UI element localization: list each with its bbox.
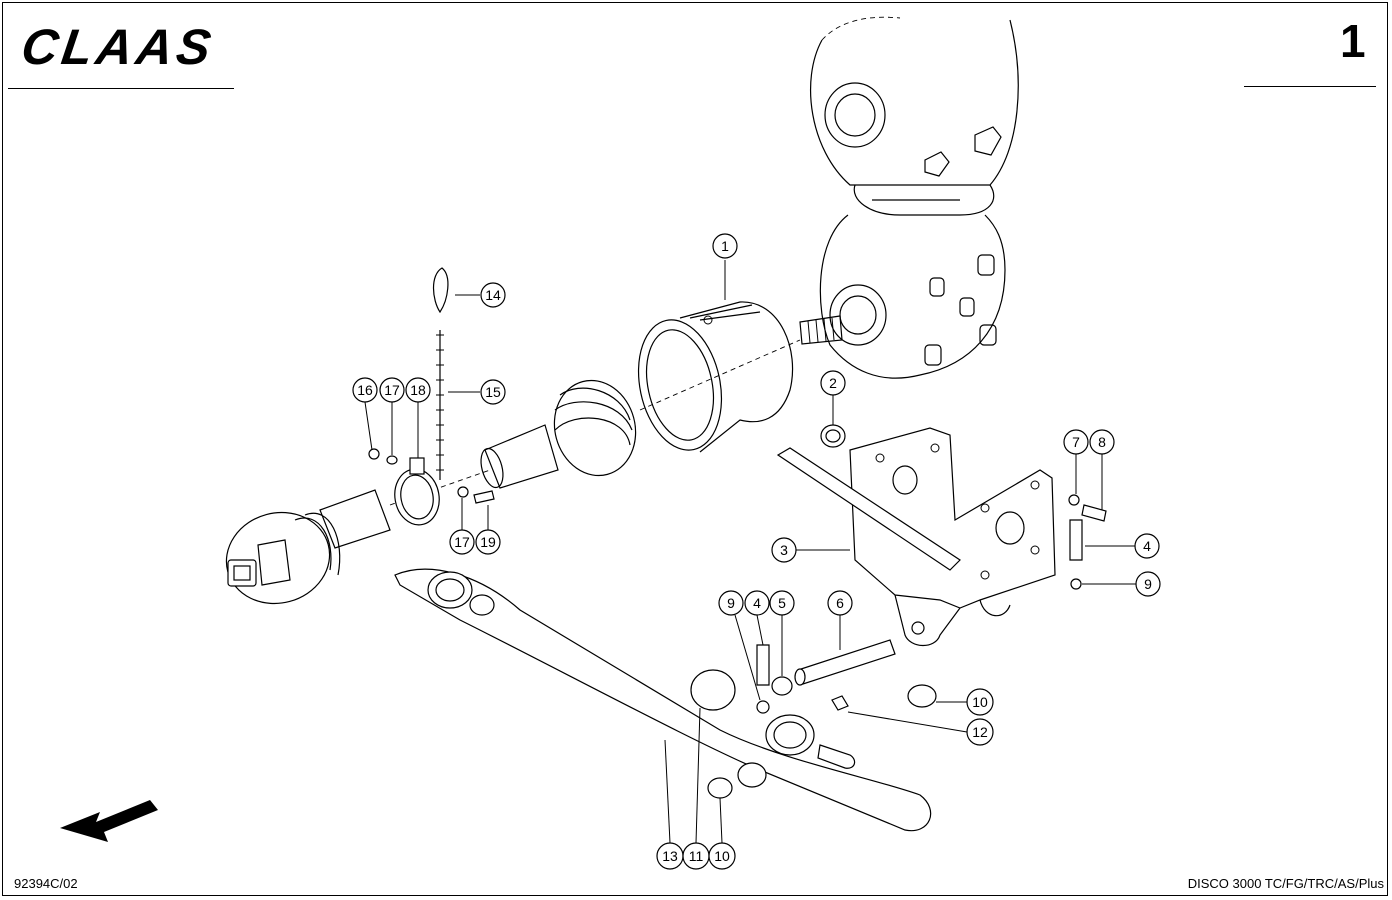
lower-arm [394, 568, 937, 832]
pto-shaft [225, 379, 637, 605]
model-designation: DISCO 3000 TC/FG/TRC/AS/Plus [1187, 876, 1384, 891]
svg-text:15: 15 [485, 384, 501, 400]
callout-6: 6 [827, 590, 853, 616]
svg-text:8: 8 [1098, 434, 1106, 450]
document-code: 92394C/02 [14, 876, 78, 891]
callout-10-right: 10 [966, 688, 994, 716]
callout-2: 2 [820, 370, 846, 396]
svg-text:9: 9 [727, 595, 735, 611]
callout-5: 5 [769, 590, 795, 616]
svg-text:2: 2 [829, 375, 837, 391]
leader-lines [364, 260, 1136, 844]
clamp-parts [368, 267, 495, 526]
callout-10-bottom: 10 [708, 842, 736, 870]
svg-text:17: 17 [384, 382, 400, 398]
svg-text:6: 6 [836, 595, 844, 611]
svg-text:4: 4 [1143, 538, 1151, 554]
svg-text:18: 18 [410, 382, 426, 398]
callouts: 1 14 15 16 17 18 17 19 2 7 8 3 4 9 9 4 5… [352, 233, 1161, 870]
callout-4-right: 4 [1134, 533, 1160, 559]
svg-text:10: 10 [714, 848, 730, 864]
callout-15: 15 [480, 379, 506, 405]
svg-text:11: 11 [689, 848, 704, 864]
svg-text:16: 16 [357, 382, 373, 398]
callout-11: 11 [682, 842, 710, 870]
callout-1: 1 [712, 233, 738, 259]
callout-18: 18 [405, 377, 431, 403]
page-number: 1 [1340, 15, 1366, 67]
callout-13: 13 [656, 842, 684, 870]
callout-16: 16 [352, 377, 378, 403]
arrow-down-left-icon [60, 800, 158, 842]
callout-12: 12 [966, 718, 994, 746]
svg-text:9: 9 [1144, 576, 1152, 592]
svg-text:13: 13 [662, 848, 678, 864]
svg-text:4: 4 [753, 595, 761, 611]
svg-text:19: 19 [480, 534, 496, 550]
mounting-bracket [776, 424, 1107, 647]
svg-text:7: 7 [1072, 434, 1080, 450]
callout-9-lower: 9 [718, 590, 744, 616]
callout-8: 8 [1089, 429, 1115, 455]
header-rule-left [8, 88, 234, 89]
gearbox-housing [799, 16, 1019, 379]
callout-9-right: 9 [1135, 571, 1161, 597]
header-rule-right [1244, 86, 1376, 87]
svg-text:17: 17 [454, 534, 470, 550]
svg-text:10: 10 [972, 694, 988, 710]
svg-text:14: 14 [485, 287, 501, 303]
guard-tube [637, 301, 801, 453]
callout-3: 3 [771, 537, 797, 563]
svg-text:5: 5 [778, 595, 786, 611]
svg-text:3: 3 [780, 542, 788, 558]
callout-4-lower: 4 [744, 590, 770, 616]
callout-7: 7 [1063, 429, 1089, 455]
callout-14: 14 [480, 282, 506, 308]
svg-text:1: 1 [721, 238, 729, 254]
callout-19: 19 [475, 529, 501, 555]
callout-17-top: 17 [379, 377, 405, 403]
svg-text:12: 12 [972, 724, 988, 740]
callout-17-bottom: 17 [449, 529, 475, 555]
